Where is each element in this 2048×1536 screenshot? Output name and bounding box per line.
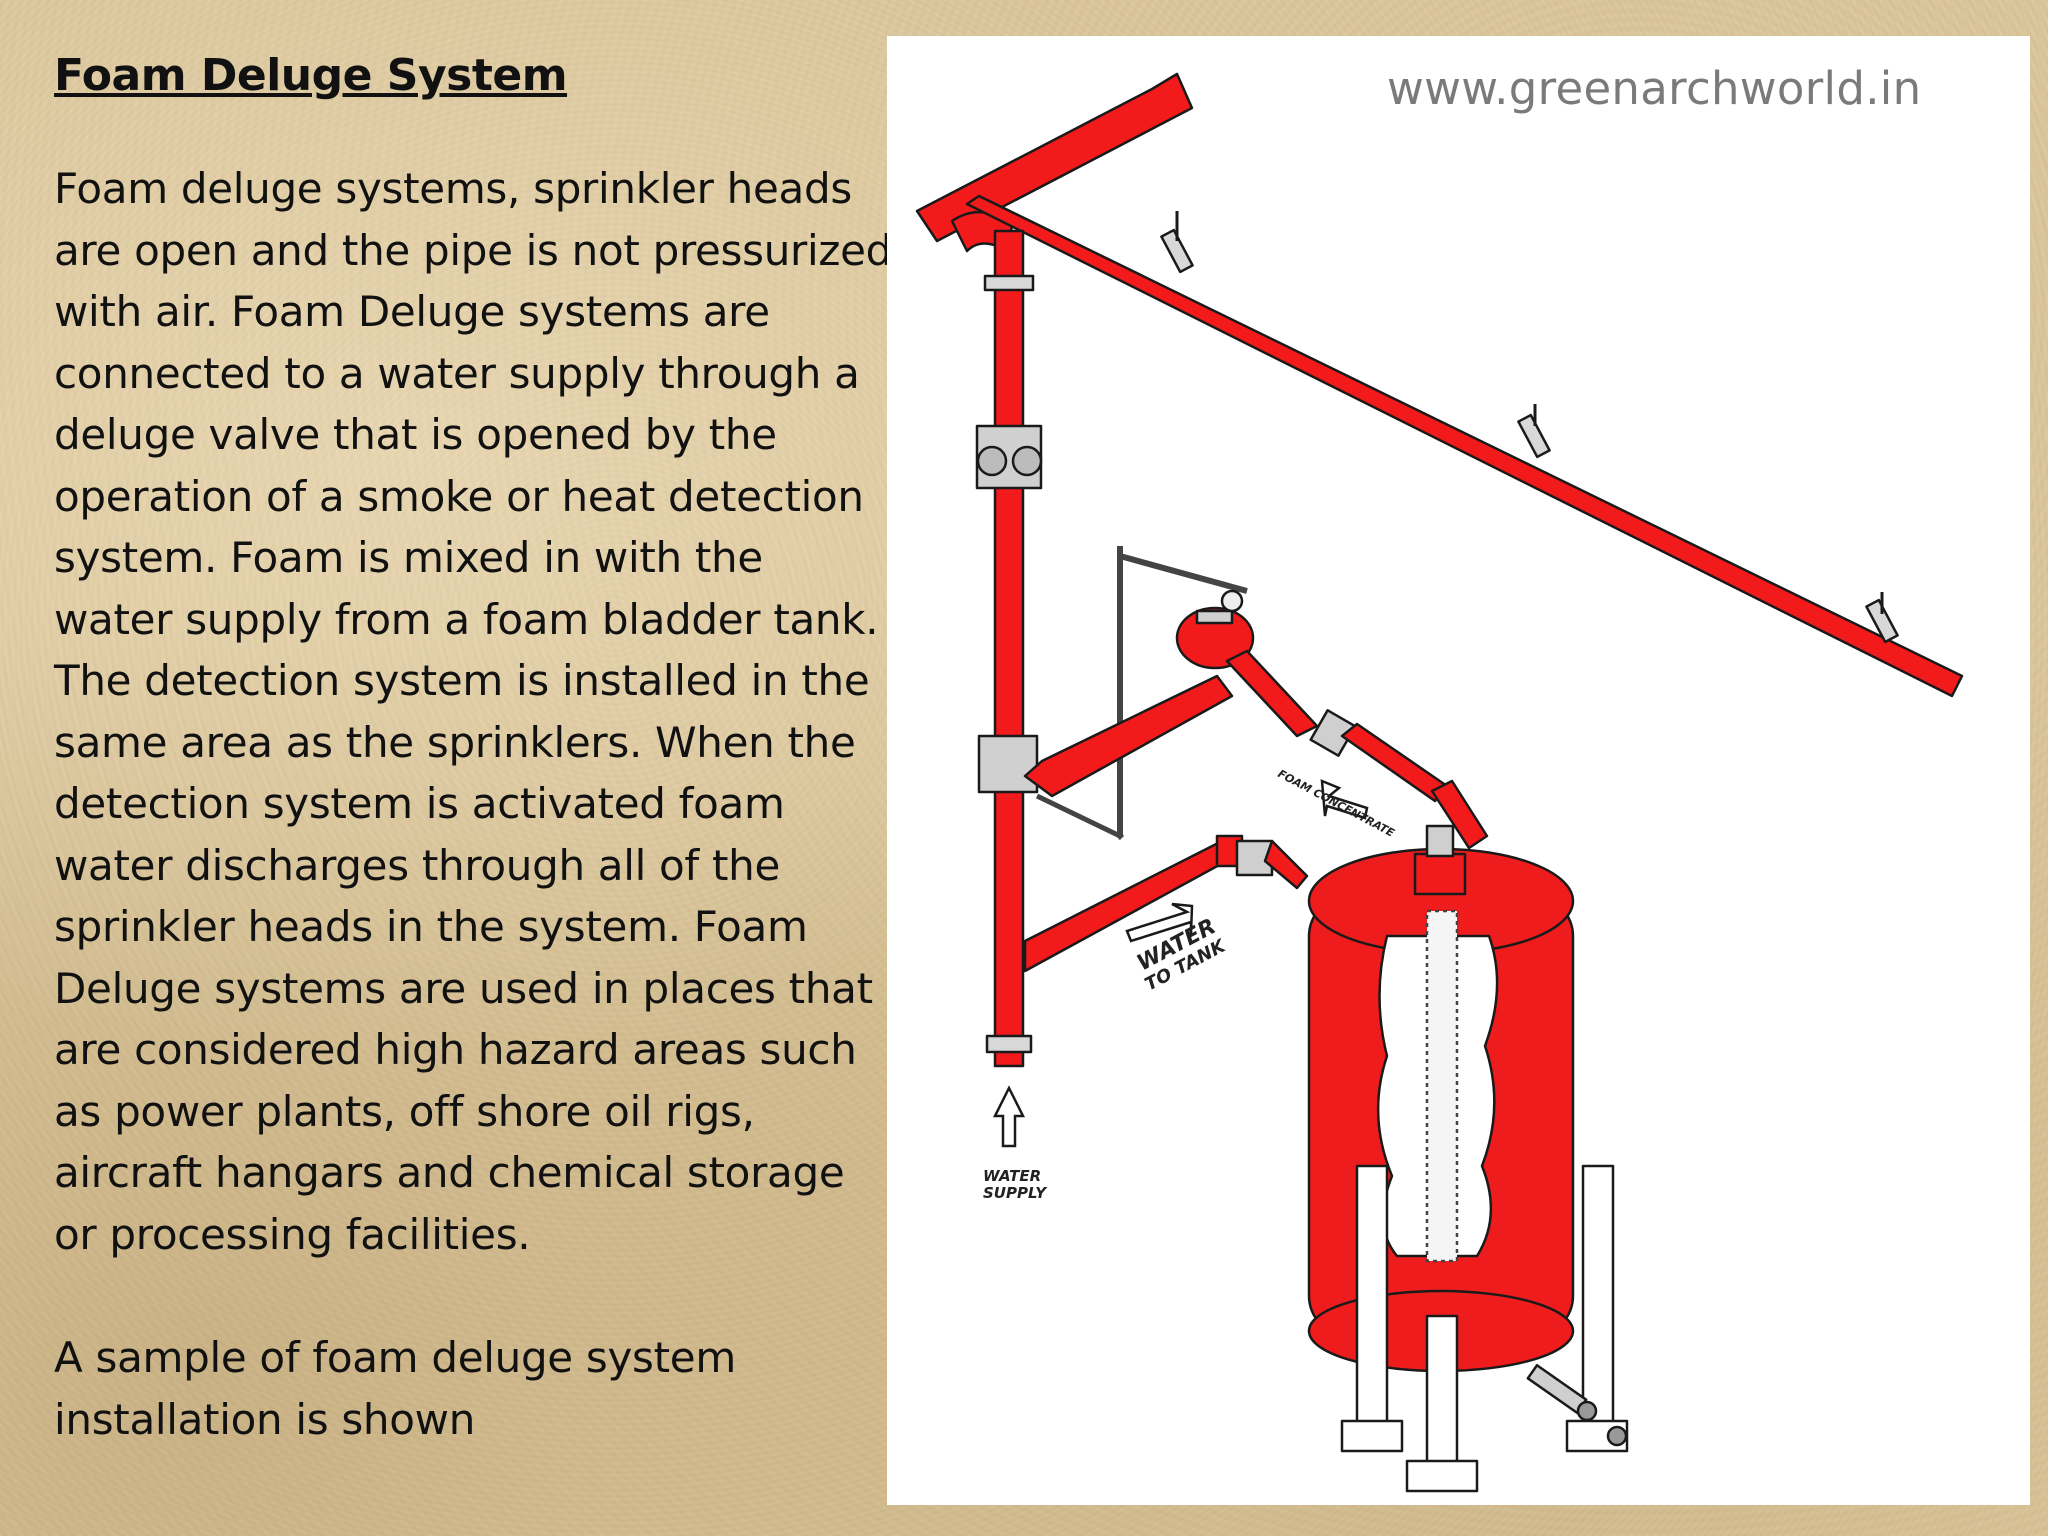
trim-tubing	[1117, 546, 1125, 841]
bladder-tank	[1307, 847, 1575, 1373]
caption-paragraph: A sample of foam deluge system installat…	[54, 1333, 736, 1444]
text-panel: Foam Deluge System Foam deluge systems, …	[54, 44, 894, 1450]
branch-pipe	[965, 194, 1964, 698]
water-supply-label-1: WATER	[983, 1167, 1041, 1185]
foam-deluge-diagram: WATER SUPPLY WATER TO TANK FOAM CONCENTR…	[915, 72, 1964, 1493]
foam-concentrate-pipe	[1340, 722, 1449, 803]
foam-flow-arrow	[1320, 779, 1369, 820]
riser-pipe	[993, 229, 1025, 1068]
tank-leg	[1355, 1164, 1389, 1438]
watermark: www.greenarchworld.in	[1387, 62, 1922, 115]
tank-leg	[1425, 1314, 1459, 1488]
body-paragraph: Foam deluge systems, sprinkler heads are…	[54, 164, 893, 1259]
water-supply-label-2: SUPPLY	[983, 1184, 1048, 1202]
foam-concentrate-label: FOAM CONCENTRATE	[1276, 767, 1397, 840]
proportioner-pipe	[1023, 674, 1234, 798]
water-to-tank-arrow	[1125, 902, 1194, 943]
water-supply-arrow	[992, 1085, 1026, 1148]
tank-leg	[1581, 1164, 1615, 1438]
slide-title: Foam Deluge System	[54, 50, 568, 101]
